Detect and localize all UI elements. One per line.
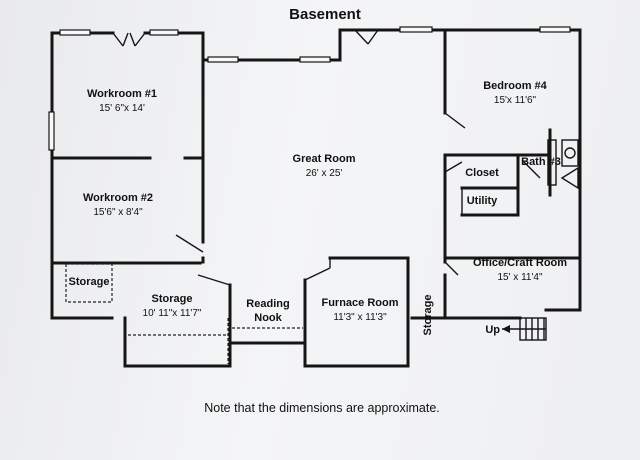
storage-vertical-name: Storage (422, 295, 434, 336)
storage-main-name: Storage (152, 293, 193, 305)
stairs-arrow-icon (502, 325, 510, 333)
bath3-name: Bath #3 (521, 156, 561, 168)
office-dims: 15' x 11'4" (498, 272, 543, 283)
workroom2-name: Workroom #2 (83, 192, 153, 204)
interior-walls (50, 28, 582, 368)
great-room-dims: 26' x 25' (306, 168, 343, 179)
windows (48, 26, 571, 151)
closet-name: Closet (465, 167, 499, 179)
furnace-room-dims: 11'3" x 11'3" (333, 312, 387, 323)
stairs-up-label: Up (485, 324, 500, 336)
door-great-room-top (354, 29, 379, 45)
stairs (502, 317, 547, 341)
reading-nook-line2: Nook (254, 312, 282, 324)
office-name: Office/Craft Room (473, 257, 567, 269)
dimensions-note: Note that the dimensions are approximate… (204, 401, 440, 415)
exterior-walls (50, 28, 582, 368)
workroom2-dims: 15'6" x 8'4" (93, 207, 143, 218)
workroom1-dims: 15' 6"x 14' (99, 103, 145, 114)
reading-nook-line1: Reading (246, 298, 289, 310)
furnace-room-name: Furnace Room (321, 297, 398, 309)
storage-small-name: Storage (69, 276, 110, 288)
great-room-name: Great Room (293, 153, 356, 165)
double-door-workroom1 (112, 32, 146, 47)
room-labels: Workroom #1 15' 6"x 14' Workroom #2 15'6… (69, 80, 568, 336)
storage-main-dims: 10' 11"x 11'7" (143, 308, 202, 319)
utility-name: Utility (467, 195, 498, 207)
bedroom4-dims: 15'x 11'6" (494, 95, 537, 106)
storage-small-room (64, 263, 114, 320)
bath-fixtures (547, 139, 579, 190)
bedroom4-name: Bedroom #4 (483, 80, 547, 92)
plan-title: Basement (289, 6, 361, 23)
door-swings (175, 112, 541, 286)
storage-shelf (128, 318, 229, 364)
workroom1-name: Workroom #1 (87, 88, 157, 100)
